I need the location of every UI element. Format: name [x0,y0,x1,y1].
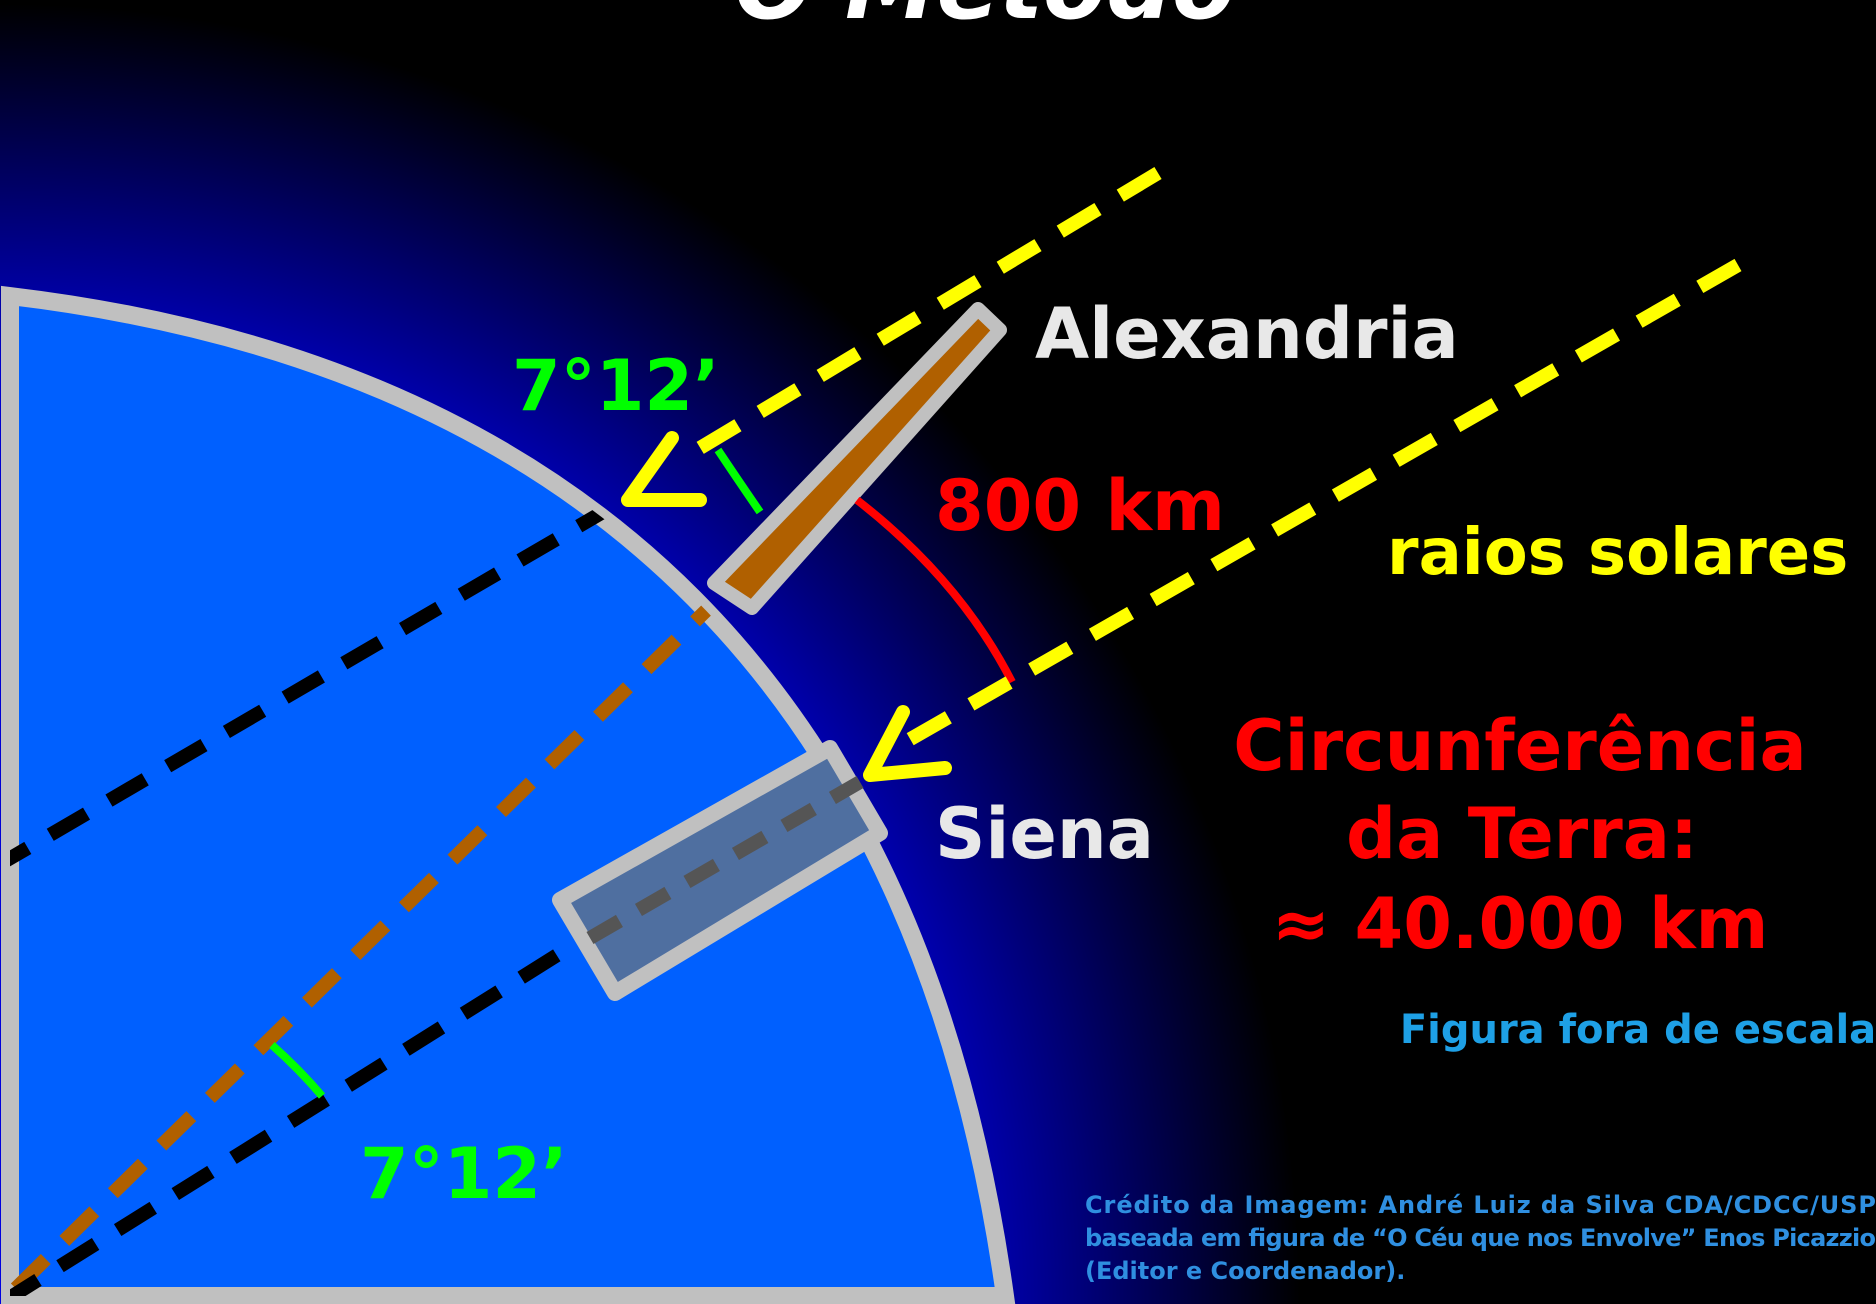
well [552,740,888,1001]
page-title: O Método [735,0,1235,40]
gnomon [707,302,1007,615]
credit-line-2: baseada em figura de “O Céu que nos Envo… [1085,1224,1876,1252]
label-angle-bottom: 7°12’ [360,1133,568,1215]
label-circumference-1: Circunferência [1233,705,1807,787]
angle-arc-bottom [269,1042,326,1099]
angle-arc-top [714,447,764,515]
gnomon-to-center-line [10,587,730,1296]
label-circumference-2: da Terra: [1346,793,1698,875]
distance-arc [854,496,1016,684]
sun-ray-alexandria-arrowhead [621,431,707,507]
label-angle-top: 7°12’ [512,345,720,427]
sun-ray-siena-arrowhead [863,705,952,782]
sun-ray-alexandria [676,166,1162,467]
label-alexandria: Alexandria [1035,293,1459,375]
label-siena: Siena [935,793,1154,875]
credit-line-3: (Editor e Coordenador). [1085,1257,1405,1285]
ray-continuation-line [10,498,619,877]
label-sun-rays: raios solares [1387,516,1848,590]
label-distance: 800 km [935,465,1225,547]
credit-line-1: Crédito da Imagem: André Luiz da Silva C… [1085,1191,1876,1219]
label-circumference-3: ≈ 40.000 km [1271,883,1768,965]
sun-ray-siena [896,258,1742,752]
label-scale-note: Figura fora de escala [1400,1007,1876,1053]
